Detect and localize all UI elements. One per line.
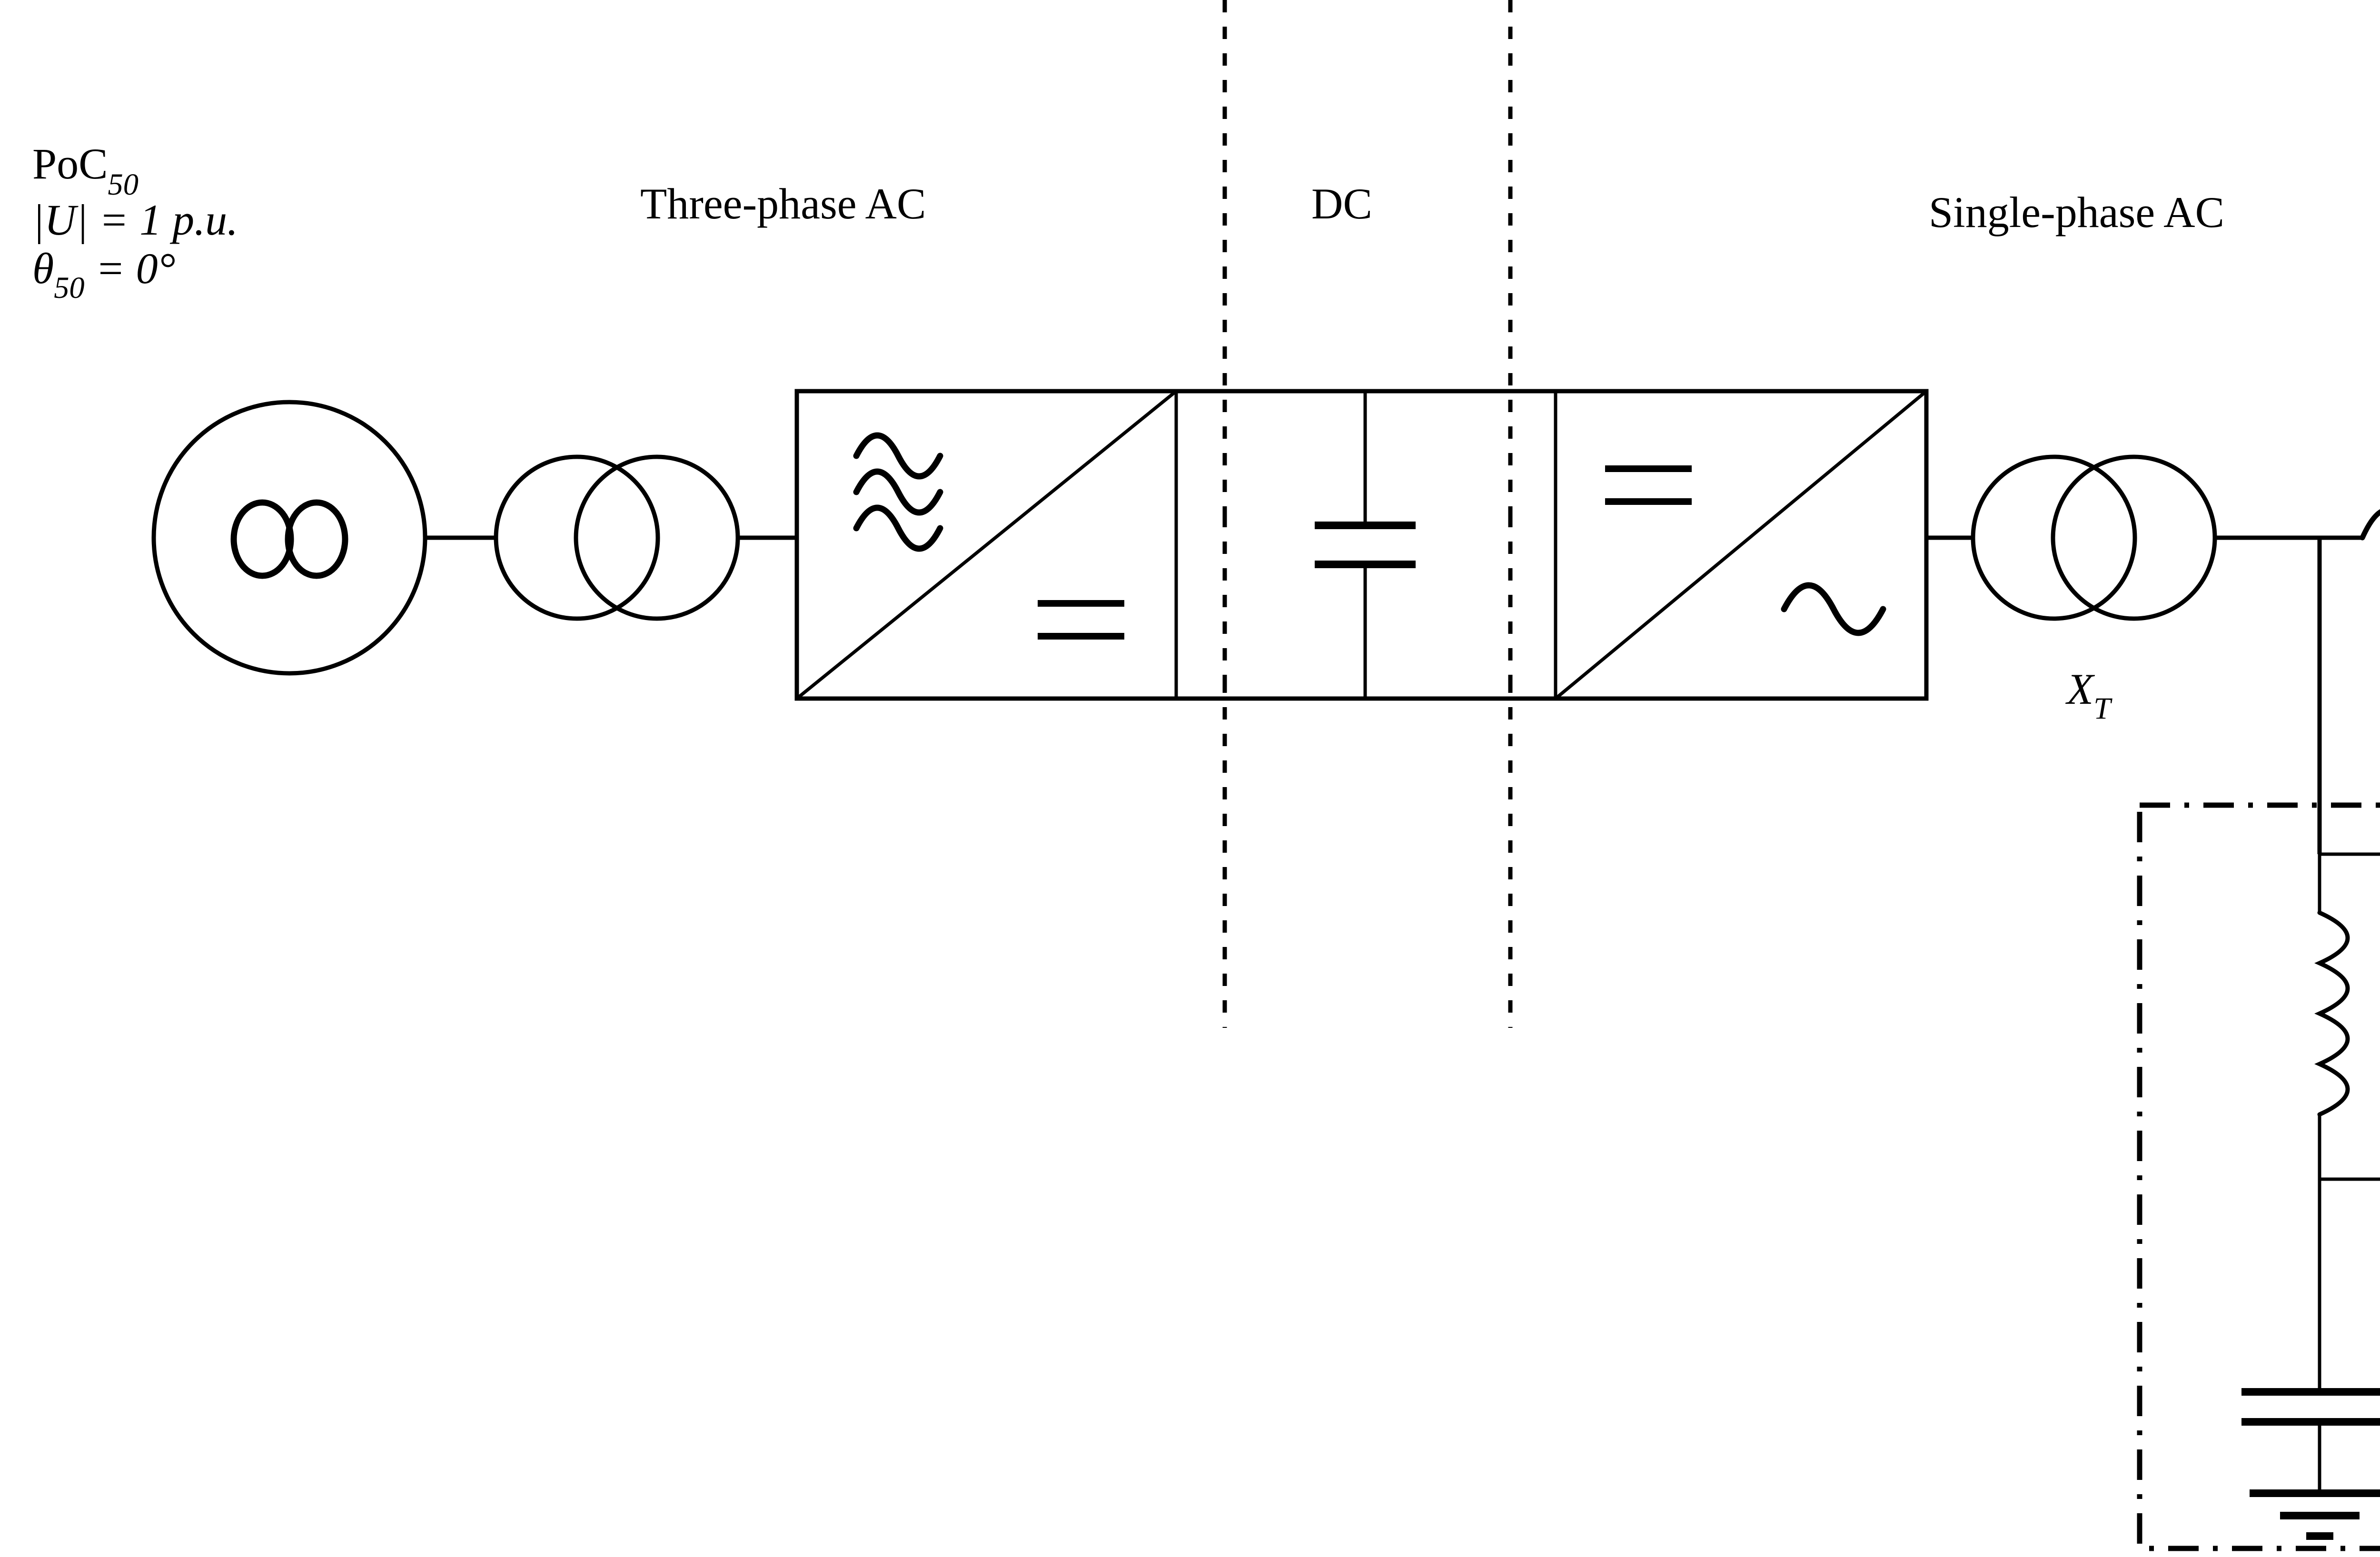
dc-link-block [1315,391,1416,699]
dc-bars-icon-inverter [1605,465,1692,505]
label-stage-three-phase-ac: Three-phase AC [640,179,926,228]
transformer-single-phase-symbol [1971,454,2217,621]
single-phase-ac-icon [1781,582,1886,636]
poc50-angle-symbol: θ [32,244,54,293]
three-phase-ac-icon [853,432,943,552]
poc50-voltage: |U| = 1 p.u. [32,195,238,244]
filter-inductor-icon [2314,910,2350,1117]
poc50-name-row: PoC50 [32,139,238,199]
label-reactance-transformer: XT [2067,665,2111,724]
poc50-angle-subscript: 50 [54,270,85,305]
infinite-bus-symbol [151,400,427,676]
poc50-angle-row: θ50 = 0° [32,244,238,303]
xt-symbol: X [2067,665,2094,713]
series-reactor-icon [2360,509,2380,541]
label-stage-dc: DC [1311,179,1372,228]
transformer-three-phase-symbol [494,454,740,621]
converter-assembly [794,389,1929,701]
poc50-subscript: 50 [108,167,139,201]
xt-subscript: T [2093,691,2111,725]
rectifier-diagonal [795,390,1178,700]
band-stop-filter-circuit [2241,852,2380,1540]
dc-bars-icon-rectifier [1038,600,1124,640]
inverter-diagonal [1554,390,1928,700]
label-poc-50: PoC50 |U| = 1 p.u. θ50 = 0° [32,142,238,303]
infinity-icon [230,499,348,579]
band-stop-filter-enclosure [2137,802,2380,1551]
capacitor-icon-dclink [1315,522,1416,568]
poc50-name: PoC [32,139,108,188]
inverter-block [1554,390,1928,700]
ground-icon [2250,1489,2380,1540]
rectifier-block [795,390,1178,700]
poc50-angle-value: = 0° [84,244,176,293]
label-stage-single-phase-ac: Single-phase AC [1929,188,2224,237]
